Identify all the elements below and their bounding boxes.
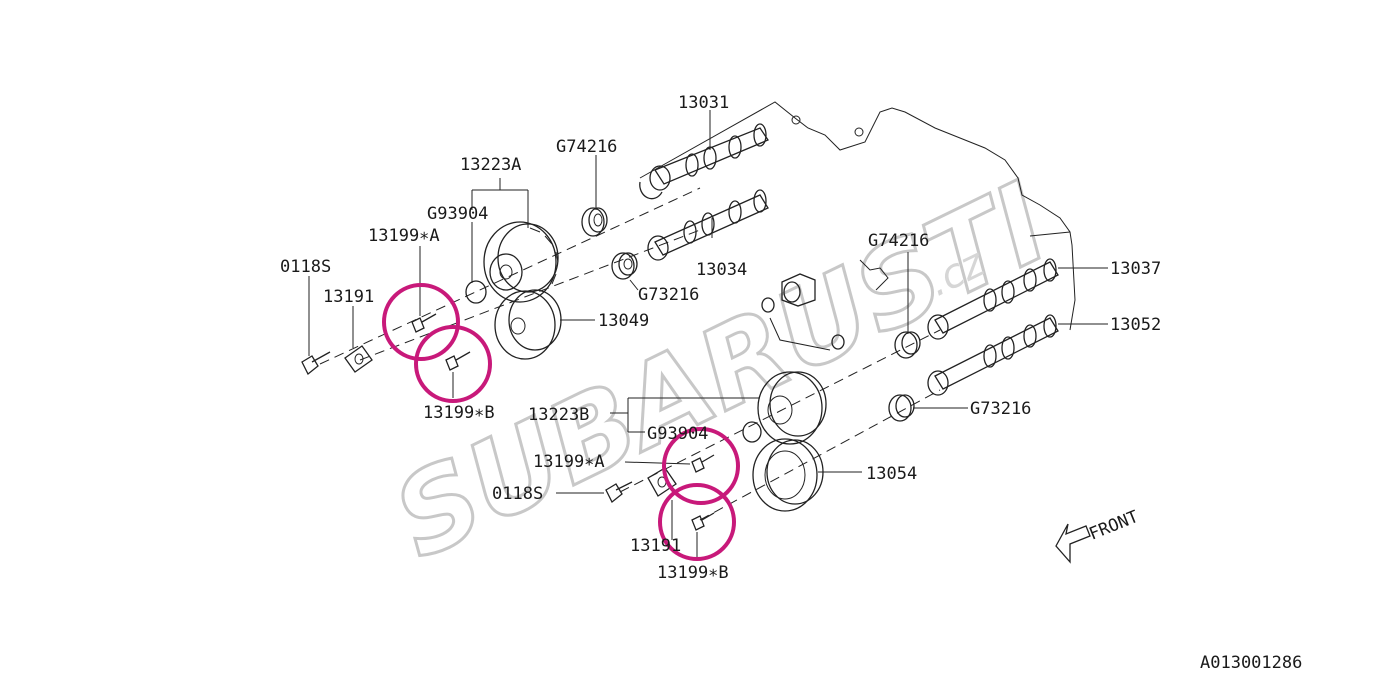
label-13049[interactable]: 13049 [598, 311, 649, 331]
label-g74216-top[interactable]: G74216 [556, 137, 617, 157]
plate-13191-upper [344, 345, 373, 373]
label-13199B-top[interactable]: 13199∗B [423, 403, 495, 423]
o-ring-g93904-lower [742, 421, 762, 443]
highlight-13199A-lower [662, 427, 740, 505]
front-direction: FRONT [1055, 507, 1141, 564]
label-13191-top[interactable]: 13191 [323, 287, 374, 307]
highlight-circles [382, 283, 740, 561]
highlight-13199B-upper [414, 325, 492, 403]
label-g74216-right[interactable]: G74216 [868, 231, 929, 251]
label-13199B-bottom[interactable]: 13199∗B [657, 563, 729, 583]
label-13031[interactable]: 13031 [678, 93, 729, 113]
bolt-13199A-upper [411, 313, 437, 333]
label-13199A-top[interactable]: 13199∗A [368, 226, 440, 246]
idler-pulley-13054 [752, 438, 824, 512]
label-g93904-top[interactable]: G93904 [427, 204, 488, 224]
axis-lower-a [619, 329, 941, 493]
cam-sprocket-13223A [483, 221, 559, 303]
label-13191-bottom[interactable]: 13191 [630, 536, 681, 556]
oil-seal-g74216-right [894, 331, 921, 359]
bolt-13199B-lower [691, 512, 715, 531]
tappet-parts [761, 259, 889, 351]
label-13037[interactable]: 13037 [1110, 259, 1161, 279]
front-label: FRONT [1086, 507, 1141, 545]
axis-upper-b [359, 229, 701, 361]
front-arrow-icon [1055, 523, 1091, 564]
label-13054[interactable]: 13054 [866, 464, 917, 484]
label-13052[interactable]: 13052 [1110, 315, 1161, 335]
label-13223B[interactable]: 13223B [528, 405, 589, 425]
label-13199A-bottom[interactable]: 13199∗A [533, 452, 605, 472]
highlight-13199A-upper [382, 283, 460, 361]
oil-seal-g73216-right [888, 394, 915, 422]
camshaft-13052 [927, 314, 1059, 396]
bolt-13199B-upper [445, 351, 471, 371]
camshaft-13037 [927, 258, 1059, 340]
label-g73216-right[interactable]: G73216 [970, 399, 1031, 419]
oil-seal-g73216-upper [611, 252, 638, 280]
leader-lines [308, 110, 1108, 560]
bolt-0118S-lower [605, 481, 633, 504]
label-13223A[interactable]: 13223A [460, 155, 521, 175]
bolt-13199A-lower [691, 454, 715, 473]
idler-pulley-13049 [494, 289, 562, 360]
cylinder-head-outline [639, 101, 1076, 331]
highlight-13199B-lower [658, 483, 736, 561]
axis-upper-a [319, 187, 701, 365]
axis-lower-b [699, 389, 941, 521]
label-g73216-top[interactable]: G73216 [638, 285, 699, 305]
bolt-0118S-upper [301, 351, 331, 376]
camshaft-13034 [647, 189, 769, 261]
label-0118S-bottom[interactable]: 0118S [492, 484, 543, 504]
label-13034[interactable]: 13034 [696, 260, 747, 280]
cam-sprocket-13223B [757, 371, 827, 445]
camshaft-13031 [639, 123, 769, 200]
label-g93904-bottom[interactable]: G93904 [647, 424, 708, 444]
part-labels: 13031 13223A G74216 G93904 13199∗A 0118S… [280, 93, 1161, 583]
o-ring-g93904-upper [465, 280, 487, 304]
label-0118S-top[interactable]: 0118S [280, 257, 331, 277]
reference-code: A013001286 [1200, 653, 1302, 673]
oil-seal-g74216-upper [581, 207, 608, 237]
